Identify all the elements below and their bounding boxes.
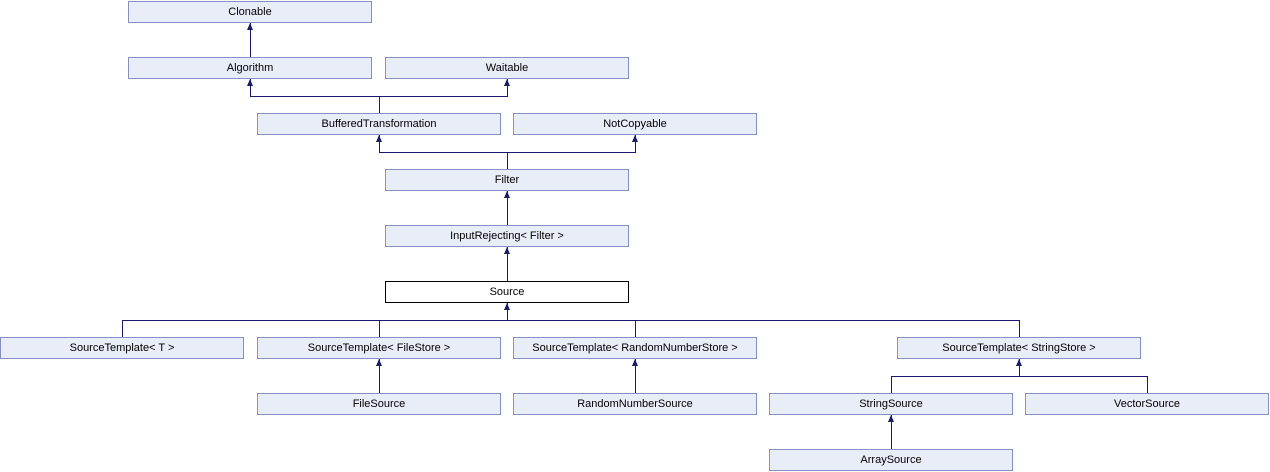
inheritance-edge: [891, 415, 892, 433]
inheritance-edge: [379, 96, 380, 113]
class-node-label: NotCopyable: [603, 118, 667, 130]
class-node-clonable[interactable]: Clonable: [128, 1, 372, 23]
class-node-source-template-randomnumberstore[interactable]: SourceTemplate< RandomNumberStore >: [513, 337, 757, 359]
class-node-buffered-transformation[interactable]: BufferedTransformation: [257, 113, 501, 135]
inheritance-edge: [507, 264, 508, 281]
inheritance-edge: [507, 152, 508, 169]
inheritance-edge: [379, 135, 380, 153]
class-node-vector-source[interactable]: VectorSource: [1025, 393, 1269, 415]
inheritance-arrow: [504, 191, 510, 198]
inheritance-edge: [1019, 359, 1020, 377]
class-node-source-template-stringstore[interactable]: SourceTemplate< StringStore >: [897, 337, 1141, 359]
inheritance-arrow: [247, 79, 253, 86]
inheritance-edge: [635, 135, 636, 153]
class-node-label: SourceTemplate< FileStore >: [307, 342, 451, 354]
class-node-label: InputRejecting< Filter >: [450, 230, 564, 242]
class-node-label: SourceTemplate< StringStore >: [942, 342, 1096, 354]
class-node-label: StringSource: [859, 398, 923, 410]
inheritance-edge: [891, 376, 892, 393]
class-node-string-source[interactable]: StringSource: [769, 393, 1013, 415]
inheritance-edge: [891, 432, 892, 449]
inheritance-arrow: [376, 359, 382, 366]
inheritance-edge: [122, 320, 123, 337]
class-node-label: FileSource: [352, 398, 406, 410]
class-node-not-copyable[interactable]: NotCopyable: [513, 113, 757, 135]
class-node-label: BufferedTransformation: [321, 118, 437, 130]
inheritance-edge: [379, 320, 380, 337]
inheritance-arrow: [247, 23, 253, 30]
class-node-source: Source: [385, 281, 629, 303]
inheritance-edge: [1019, 320, 1020, 337]
inheritance-edge: [635, 320, 636, 337]
class-node-random-number-source[interactable]: RandomNumberSource: [513, 393, 757, 415]
class-node-label: VectorSource: [1113, 398, 1181, 410]
class-node-filter[interactable]: Filter: [385, 169, 629, 191]
class-node-label: ArraySource: [860, 454, 922, 466]
inheritance-arrow: [504, 303, 510, 310]
class-node-array-source[interactable]: ArraySource: [769, 449, 1013, 471]
inheritance-edge: [635, 376, 636, 393]
inheritance-edge: [250, 40, 251, 57]
class-node-label: RandomNumberSource: [577, 398, 693, 410]
inheritance-arrow: [376, 135, 382, 142]
class-node-label: Filter: [494, 174, 520, 186]
inheritance-edge: [507, 247, 508, 265]
class-node-label: Waitable: [485, 62, 529, 74]
inheritance-arrow: [888, 415, 894, 422]
inheritance-arrow: [504, 79, 510, 86]
class-node-file-source[interactable]: FileSource: [257, 393, 501, 415]
inheritance-edge: [379, 359, 380, 377]
class-node-label: Clonable: [228, 6, 272, 18]
inheritance-edge: [507, 79, 508, 97]
inheritance-edge: [379, 376, 380, 393]
inheritance-edge: [250, 79, 251, 97]
class-node-waitable[interactable]: Waitable: [385, 57, 629, 79]
inheritance-arrow: [632, 359, 638, 366]
inheritance-arrow: [632, 135, 638, 142]
class-node-input-rejecting-filter[interactable]: InputRejecting< Filter >: [385, 225, 629, 247]
inheritance-edge: [635, 359, 636, 377]
inheritance-edge: [507, 303, 508, 321]
class-node-label: SourceTemplate< RandomNumberStore >: [532, 342, 738, 354]
inheritance-arrow: [1016, 359, 1022, 366]
class-node-label: Source: [489, 286, 525, 298]
inheritance-edge: [122, 320, 1020, 321]
class-node-source-template-filestore[interactable]: SourceTemplate< FileStore >: [257, 337, 501, 359]
inheritance-edge: [507, 191, 508, 209]
inheritance-edge: [507, 208, 508, 225]
class-node-label: Algorithm: [226, 62, 274, 74]
inheritance-edge: [250, 23, 251, 41]
inheritance-edge: [1147, 376, 1148, 393]
class-node-algorithm[interactable]: Algorithm: [128, 57, 372, 79]
inheritance-arrow: [504, 247, 510, 254]
class-node-source-template-t[interactable]: SourceTemplate< T >: [0, 337, 244, 359]
class-node-label: SourceTemplate< T >: [69, 342, 175, 354]
